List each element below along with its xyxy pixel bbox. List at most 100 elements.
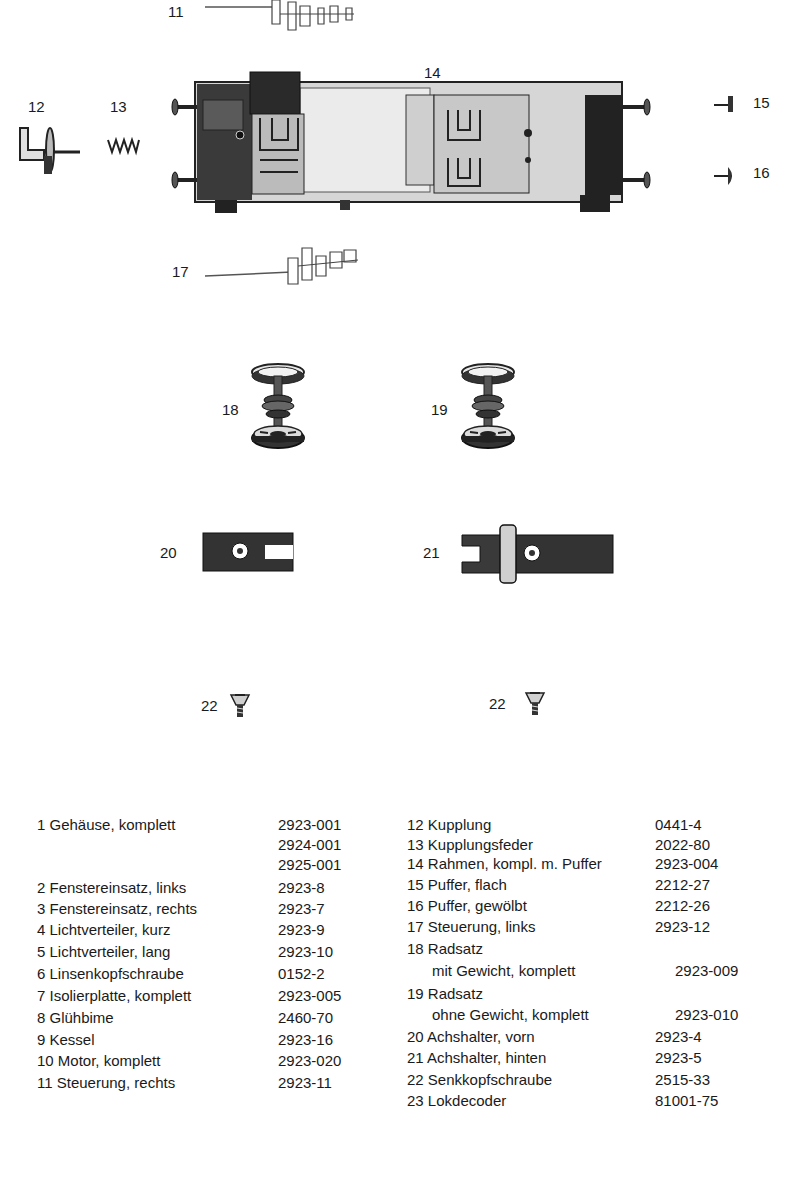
part-number: 2515-33 bbox=[655, 1071, 710, 1089]
callout-number: 21 bbox=[423, 544, 440, 562]
frame bbox=[252, 114, 304, 194]
part-name: ohne Gewicht, komplett bbox=[432, 1006, 589, 1024]
buffers bbox=[714, 96, 733, 185]
part-number: 2923-12 bbox=[655, 918, 710, 936]
part-name: 2 Fenstereinsatz, links bbox=[37, 879, 186, 897]
frame bbox=[580, 195, 610, 212]
frame bbox=[448, 158, 480, 186]
callout-number: 20 bbox=[160, 544, 177, 562]
part-name: 10 Motor, komplett bbox=[37, 1052, 160, 1070]
part-number: 0152-2 bbox=[278, 965, 325, 983]
part-number: 2923-001 bbox=[278, 816, 341, 834]
callout-number: 18 bbox=[222, 401, 239, 419]
part-name: 15 Puffer, flach bbox=[407, 876, 507, 894]
frame bbox=[215, 200, 237, 213]
frame bbox=[203, 100, 243, 130]
part-name: 9 Kessel bbox=[37, 1031, 95, 1049]
part-name: 3 Fenstereinsatz, rechts bbox=[37, 900, 197, 918]
part-name: 16 Puffer, gewölbt bbox=[407, 897, 527, 915]
part-number: 2022-80 bbox=[655, 836, 710, 854]
part-number: 2923-9 bbox=[278, 921, 325, 939]
part-number: 2212-26 bbox=[655, 897, 710, 915]
frame bbox=[340, 200, 350, 210]
part-name: 1 Gehäuse, komplett bbox=[37, 816, 175, 834]
frame bbox=[250, 72, 300, 114]
axle-holder-rear bbox=[524, 545, 540, 561]
part-number: 2923-8 bbox=[278, 879, 325, 897]
callout-number: 14 bbox=[424, 64, 441, 82]
part-number: 2923-16 bbox=[278, 1031, 333, 1049]
frame bbox=[260, 118, 298, 150]
part-number: 0441-4 bbox=[655, 816, 702, 834]
part-name: 17 Steuerung, links bbox=[407, 918, 535, 936]
part-number: 2212-27 bbox=[655, 876, 710, 894]
frame bbox=[585, 95, 622, 195]
axle-holder-front bbox=[237, 548, 243, 554]
frame bbox=[172, 172, 178, 188]
part-number: 2923-020 bbox=[278, 1052, 341, 1070]
steering-left bbox=[205, 248, 358, 284]
coupling bbox=[20, 128, 44, 160]
coupling-spring bbox=[108, 140, 139, 152]
part-name: 20 Achshalter, vorn bbox=[407, 1028, 535, 1046]
steering-left bbox=[205, 272, 292, 276]
part-name: 4 Lichtverteiler, kurz bbox=[37, 921, 170, 939]
callout-number: 12 bbox=[28, 98, 45, 116]
part-name: 23 Lokdecoder bbox=[407, 1092, 506, 1110]
frame bbox=[172, 99, 178, 115]
coupling bbox=[44, 156, 52, 174]
steering-right bbox=[272, 0, 352, 30]
part-name: 14 Rahmen, kompl. m. Puffer bbox=[407, 855, 602, 873]
axle-holder-front bbox=[203, 533, 293, 571]
part-name: 8 Glühbime bbox=[37, 1009, 114, 1027]
countersunk-screw bbox=[231, 695, 249, 717]
frame bbox=[434, 95, 529, 193]
callout-number: 11 bbox=[168, 3, 184, 21]
frame bbox=[406, 95, 434, 185]
part-number: 2923-5 bbox=[655, 1049, 702, 1067]
part-number: 2923-010 bbox=[675, 1006, 738, 1024]
part-number: 2923-004 bbox=[655, 855, 718, 873]
part-name: 22 Senkkopfschraube bbox=[407, 1071, 552, 1089]
part-number: 2923-4 bbox=[655, 1028, 702, 1046]
part-name: 21 Achshalter, hinten bbox=[407, 1049, 546, 1067]
frame bbox=[525, 157, 531, 163]
part-name: 12 Kupplung bbox=[407, 816, 491, 834]
coupling-spring bbox=[108, 140, 139, 152]
callout-number: 16 bbox=[753, 164, 770, 182]
frame bbox=[622, 178, 647, 182]
part-name: 11 Steuerung, rechts bbox=[37, 1074, 175, 1092]
countersunk-screw bbox=[231, 693, 544, 717]
axle-holder-rear bbox=[462, 535, 505, 573]
axle-holder-rear bbox=[500, 525, 516, 583]
part-name: 19 Radsatz bbox=[407, 985, 483, 1003]
steering-left bbox=[298, 260, 358, 266]
callout-number: 22 bbox=[489, 695, 506, 713]
wheelset-without-weight bbox=[462, 364, 514, 448]
part-name: 6 Linsenkopfschraube bbox=[37, 965, 184, 983]
steering-right bbox=[205, 0, 354, 30]
part-number: 2923-009 bbox=[675, 962, 738, 980]
part-number: 2923-10 bbox=[278, 943, 333, 961]
part-number: 2923-005 bbox=[278, 987, 341, 1005]
wheelset-with-weight bbox=[252, 364, 304, 448]
frame bbox=[197, 84, 252, 200]
steering-right bbox=[205, 6, 275, 8]
frame bbox=[622, 105, 647, 109]
part-number: 2923-7 bbox=[278, 900, 325, 918]
part-number: 2923-11 bbox=[278, 1074, 332, 1092]
wheelset-with-weight bbox=[252, 364, 304, 448]
frame bbox=[448, 110, 480, 140]
frame bbox=[644, 172, 650, 188]
part-number: 2460-70 bbox=[278, 1009, 333, 1027]
part-name: 13 Kupplungsfeder bbox=[407, 836, 533, 854]
frame bbox=[172, 72, 650, 213]
part-name: 18 Radsatz bbox=[407, 940, 483, 958]
callout-number: 22 bbox=[201, 697, 218, 715]
part-name: 7 Isolierplatte, komplett bbox=[37, 987, 191, 1005]
axle-holder-rear bbox=[462, 525, 613, 583]
axle-holder-front bbox=[265, 545, 293, 559]
buffers bbox=[728, 96, 733, 112]
